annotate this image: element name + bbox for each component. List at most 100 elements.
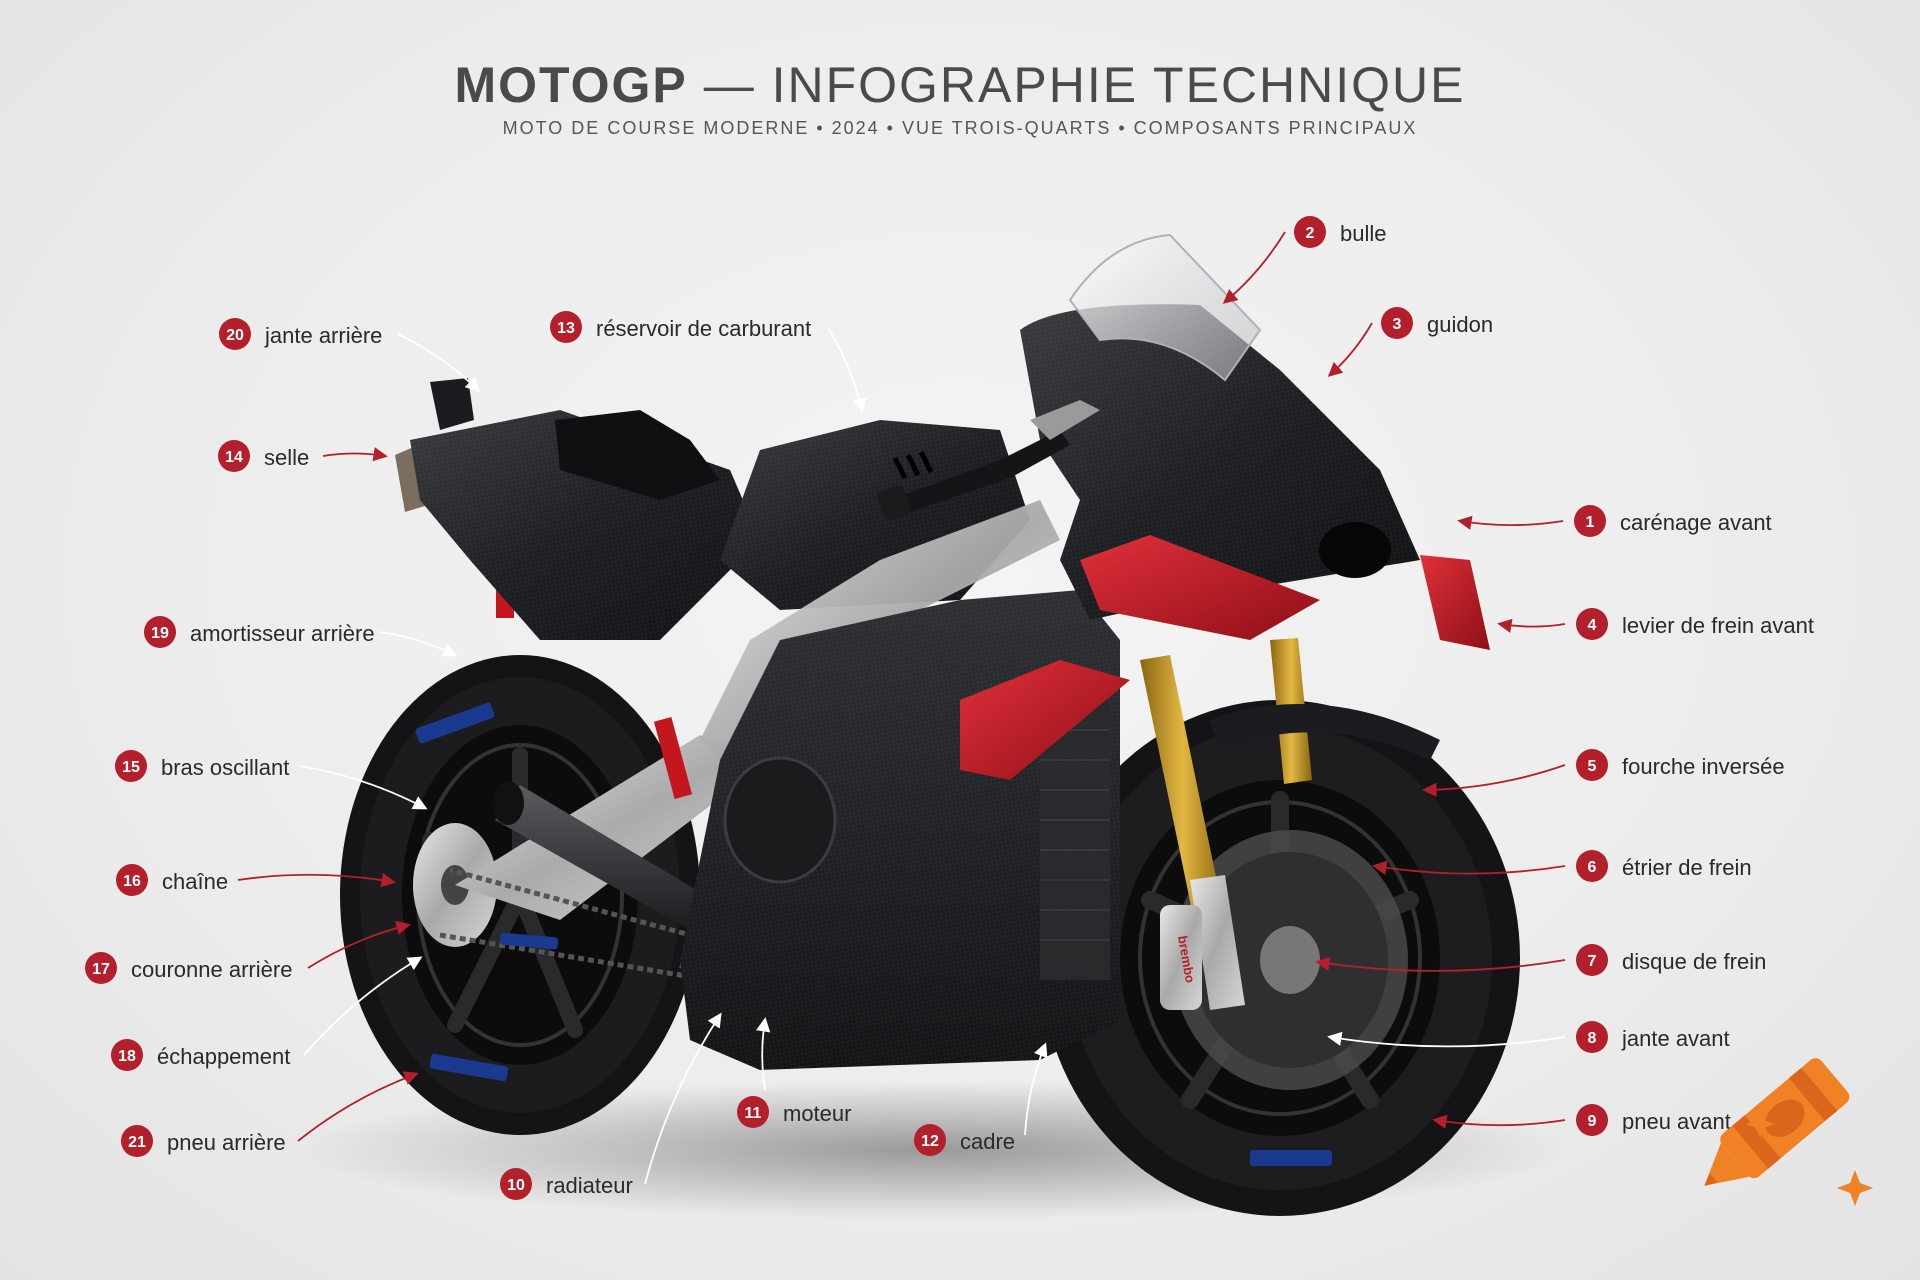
leader-line [1327,322,1373,377]
windscreen [1068,233,1262,382]
callout-6: 6 étrier de frein [1372,850,1752,882]
seat [555,410,720,500]
callout-number: 7 [1588,953,1597,970]
callout-10: 10 radiateur [500,1012,722,1200]
callout-number: 4 [1588,617,1597,634]
callout-number: 19 [151,625,169,642]
front-wheel [1040,700,1520,1216]
leader-line [1024,1042,1048,1136]
callout-label: carénage avant [1620,510,1772,535]
number-badge [111,1039,143,1071]
number-badge [1294,216,1326,248]
callout-number: 6 [1588,859,1597,876]
tyre-brand-marks [415,702,1332,1166]
winglet-nose [1420,555,1490,650]
handlebar [877,400,1100,521]
callout-label: radiateur [546,1173,633,1198]
page-subtitle: MOTO DE COURSE MODERNE • 2024 • VUE TROI… [502,118,1418,138]
leader-line [1457,515,1564,530]
leader-line [1315,956,1566,972]
callout-number: 21 [128,1134,146,1151]
number-badge [218,440,250,472]
number-badge [1576,749,1608,781]
leader-line [397,333,481,393]
leader-line [307,920,411,969]
callout-label: cadre [960,1129,1015,1154]
callout-label: amortisseur arrière [190,621,375,646]
number-badge [550,311,582,343]
number-badge [85,952,117,984]
callout-label: couronne arrière [131,957,292,982]
leader-line [299,765,428,810]
callout-3: 3 guidon [1327,307,1493,377]
callout-12: 12 cadre [914,1042,1048,1156]
leader-line [297,1071,419,1142]
callout-4: 4 levier de frein avant [1497,608,1814,640]
callout-label: réservoir de carburant [596,316,811,341]
number-badge [1576,944,1608,976]
brake-caliper [1160,905,1202,1010]
callout-label: bulle [1340,221,1386,246]
callout-number: 17 [92,961,110,978]
number-badge [115,750,147,782]
leader-line [644,1012,722,1185]
callout-number: 12 [921,1133,939,1150]
number-badge [737,1096,769,1128]
sparkle-icon [1837,1170,1873,1206]
callout-number: 11 [745,1105,762,1122]
callout-1: 1 carénage avant [1457,505,1772,537]
tail-fin [430,378,474,430]
leader-line [237,872,396,888]
number-badge [1381,307,1413,339]
number-badge [500,1168,532,1200]
leader-line [1422,764,1566,797]
leader-line [1372,860,1566,875]
callout-number: 15 [122,759,140,776]
callout-11: 11 moteur [737,1017,851,1128]
number-badge [1576,850,1608,882]
callout-number: 20 [226,327,244,344]
number-badge [1576,1021,1608,1053]
callout-20: 20 jante arrière [219,318,481,393]
number-badge [1576,608,1608,640]
callout-number: 1 [1586,514,1595,531]
callout-number: 8 [1588,1030,1597,1047]
callout-number: 3 [1393,316,1402,333]
radiator [1040,700,1110,980]
frame-spar [700,500,1060,780]
leader-line [1327,1031,1566,1048]
callout-label: selle [264,445,309,470]
callout-number: 10 [507,1177,525,1194]
number-badge [1576,1104,1608,1136]
sparkle-icon [1746,1110,1774,1138]
callout-label: levier de frein avant [1622,613,1814,638]
callout-label: échappement [157,1044,290,1069]
number-badge [121,1125,153,1157]
callout-label: guidon [1427,312,1493,337]
leader-line [827,327,867,413]
crayon-icon [1704,1058,1850,1186]
title-light: — INFOGRAPHIE TECHNIQUE [687,57,1466,113]
callout-label: chaîne [162,869,228,894]
callout-label: jante arrière [264,323,382,348]
leader-line [303,956,423,1056]
leader-line [1432,1114,1566,1129]
callout-label: étrier de frein [1622,855,1752,880]
air-intake [1319,522,1391,578]
callout-label: moteur [783,1101,851,1126]
callout-label: fourche inversée [1622,754,1785,779]
page-title: MOTOGP — INFOGRAPHIE TECHNIQUE [0,56,1920,114]
callout-19: 19 amortisseur arrière [144,616,458,657]
engine-cover [723,756,837,884]
